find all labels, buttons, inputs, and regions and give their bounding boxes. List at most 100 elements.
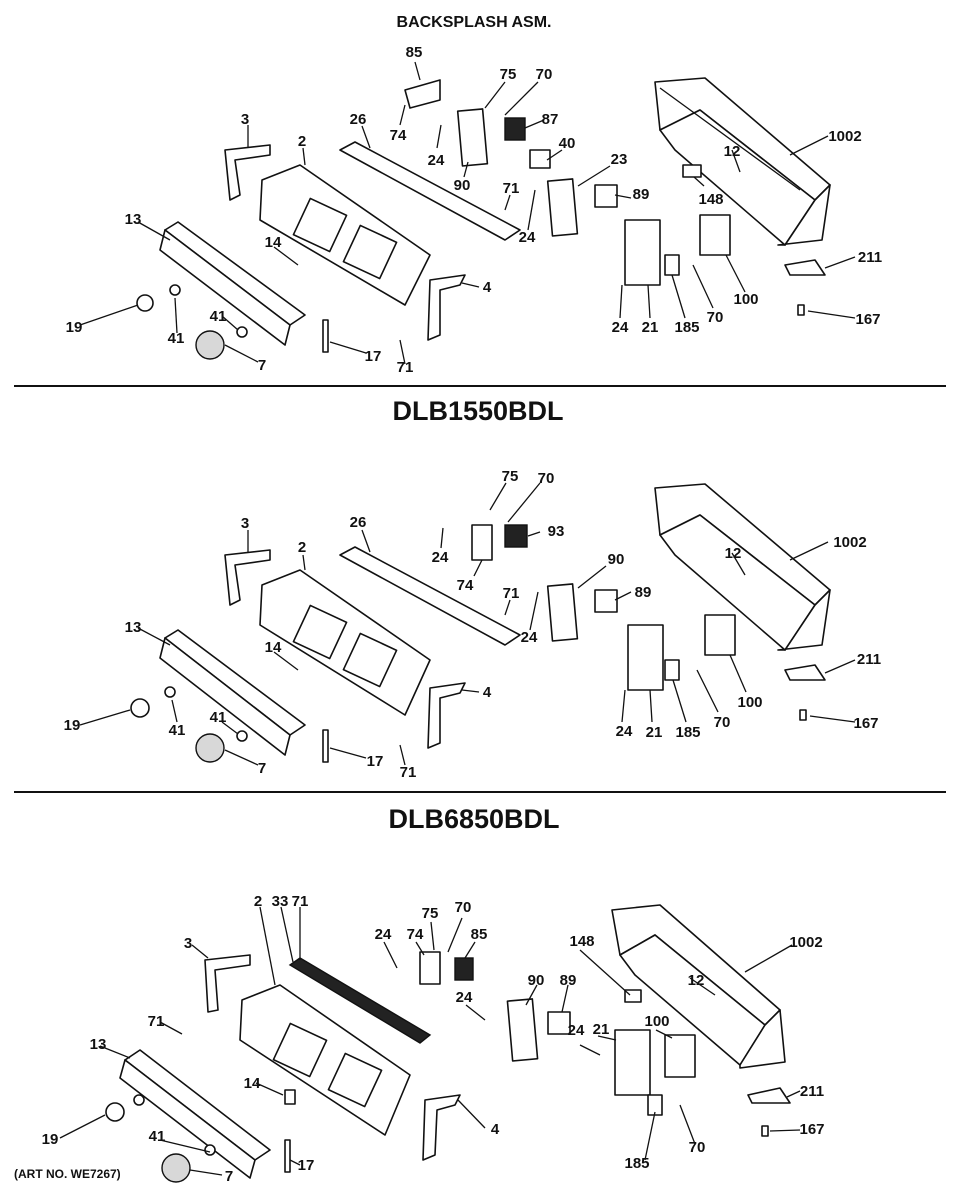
callout-label: 71 bbox=[503, 180, 520, 197]
spacer bbox=[204, 1144, 216, 1156]
timer-knob bbox=[195, 733, 225, 763]
end-cap-right bbox=[427, 274, 466, 341]
callout-label: 24 bbox=[616, 723, 633, 740]
callout-label: 75 bbox=[500, 66, 517, 83]
callout-label: 24 bbox=[375, 926, 392, 943]
callout-label: 93 bbox=[548, 523, 565, 540]
callout-label: 211 bbox=[800, 1083, 824, 1100]
callout-label: 87 bbox=[542, 111, 559, 128]
mounting-plate bbox=[614, 1029, 651, 1096]
callout-label: 13 bbox=[125, 619, 142, 636]
callout-label: 70 bbox=[714, 714, 731, 731]
callout-label: 70 bbox=[689, 1139, 706, 1156]
callout-label: 100 bbox=[737, 694, 762, 711]
callout-label: 1002 bbox=[789, 934, 822, 951]
callout-label: 211 bbox=[857, 651, 881, 668]
end-cap-right bbox=[427, 682, 466, 749]
callout-label: 71 bbox=[148, 1013, 165, 1030]
trim-strip bbox=[288, 957, 432, 1044]
end-cap-left bbox=[224, 144, 271, 201]
control-panel-frame bbox=[239, 984, 411, 1136]
callout-label: 33 bbox=[272, 893, 289, 910]
callout-label: 13 bbox=[125, 211, 142, 228]
callout-label: 71 bbox=[503, 585, 520, 602]
backsplash-housing bbox=[654, 77, 831, 246]
model-heading: DLB1550BDL bbox=[392, 396, 563, 426]
callout-label: 185 bbox=[674, 319, 699, 336]
callout-label: 41 bbox=[169, 722, 186, 739]
callout-label: 185 bbox=[675, 724, 700, 741]
lamp-socket bbox=[682, 164, 702, 178]
callout-label: 26 bbox=[350, 111, 367, 128]
trim-strip bbox=[339, 546, 521, 646]
callout-label: 148 bbox=[569, 933, 594, 950]
callout-label: 14 bbox=[244, 1075, 261, 1092]
callout-label: 148 bbox=[698, 191, 723, 208]
knob bbox=[136, 294, 154, 312]
callout-label: 24 bbox=[568, 1022, 585, 1039]
callout-label: 26 bbox=[350, 514, 367, 531]
callout-label: 1002 bbox=[828, 128, 861, 145]
mounting-plate bbox=[506, 998, 539, 1062]
spacer bbox=[133, 1094, 145, 1106]
callout-label: 89 bbox=[633, 186, 650, 203]
callout-label: 74 bbox=[390, 127, 407, 144]
switch bbox=[594, 589, 618, 613]
spacer bbox=[236, 730, 248, 742]
callout-label: 75 bbox=[502, 468, 519, 485]
callout-label: 14 bbox=[265, 639, 282, 656]
callout-label: 185 bbox=[624, 1155, 649, 1172]
callout-label: 71 bbox=[292, 893, 309, 910]
screw bbox=[797, 304, 805, 316]
callout-label: 3 bbox=[241, 515, 249, 532]
mounting-bracket bbox=[419, 951, 441, 985]
callout-label: 70 bbox=[707, 309, 724, 326]
callout-label: 21 bbox=[646, 724, 663, 741]
control-panel-frame bbox=[259, 164, 431, 306]
model-heading: DLB6850BDL bbox=[388, 804, 559, 834]
callout-label: 17 bbox=[367, 753, 384, 770]
callout-label: 14 bbox=[265, 234, 282, 251]
callout-label: 100 bbox=[733, 291, 758, 308]
mounting-plate bbox=[456, 108, 489, 167]
control-panel-frame bbox=[259, 569, 431, 716]
callout-label: 71 bbox=[397, 359, 414, 376]
backsplash-housing bbox=[611, 904, 786, 1069]
clip bbox=[664, 254, 680, 276]
end-cap-left bbox=[224, 549, 271, 606]
callout-label: 167 bbox=[853, 715, 878, 732]
callout-label: 41 bbox=[149, 1128, 166, 1145]
callout-label: 24 bbox=[428, 152, 445, 169]
callout-label: 2 bbox=[298, 539, 306, 556]
timer-motor bbox=[664, 1034, 696, 1078]
hinge-bracket bbox=[784, 259, 826, 276]
callout-label: 90 bbox=[608, 551, 625, 568]
section-dlb1550bdl: 75 70 3 2 26 24 93 74 90 71 89 24 1002 1… bbox=[64, 468, 881, 781]
switch bbox=[504, 524, 528, 548]
callout-label: 7 bbox=[225, 1168, 233, 1185]
trim-strip bbox=[339, 141, 521, 241]
end-cap-right bbox=[422, 1094, 461, 1161]
callout-label: 3 bbox=[184, 935, 192, 952]
callout-label: 7 bbox=[258, 357, 266, 374]
mounting-plate bbox=[627, 624, 664, 691]
hinge-bracket bbox=[747, 1087, 791, 1104]
callout-label: 70 bbox=[455, 899, 472, 916]
callout-label: 21 bbox=[642, 319, 659, 336]
callout-label: 1002 bbox=[833, 534, 866, 551]
callout-label: 3 bbox=[241, 111, 249, 128]
spring-link bbox=[322, 319, 329, 353]
faceplate bbox=[164, 221, 306, 326]
diagram-title: BACKSPLASH ASM. bbox=[397, 14, 552, 31]
knob bbox=[105, 1102, 125, 1122]
callout-label: 7 bbox=[258, 760, 266, 777]
backsplash-housing bbox=[654, 483, 831, 651]
mounting-plate bbox=[624, 219, 661, 286]
callout-label: 40 bbox=[559, 135, 576, 152]
callout-label: 89 bbox=[560, 972, 577, 989]
callout-label: 12 bbox=[725, 545, 742, 562]
callout-label: 12 bbox=[724, 143, 741, 160]
timer-motor bbox=[704, 614, 736, 656]
callout-label: 75 bbox=[422, 905, 439, 922]
